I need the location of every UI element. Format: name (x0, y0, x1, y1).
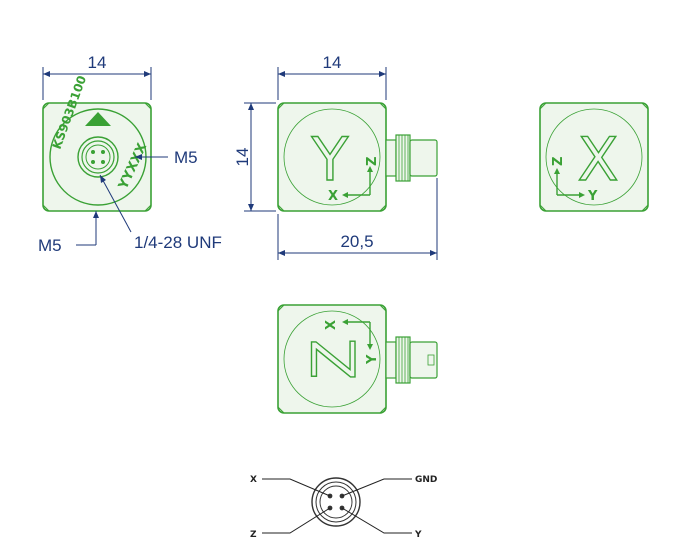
pinout-outer-ring (311, 477, 361, 527)
bottom-z-axis-x: X (324, 320, 339, 330)
front-x-axis-z: Z (551, 157, 566, 166)
callout-thread: 1/4-28 UNF (134, 233, 222, 252)
bottom-z-axis-y: Y (365, 354, 380, 365)
front-x-letter: X (577, 125, 618, 195)
side-y-axis-x: X (328, 189, 338, 204)
bottom-view-z: Z X Y (277, 304, 438, 414)
connector-pinout: X GND Z Y (250, 475, 437, 540)
logo-icon (85, 112, 111, 126)
side-y-axis-z: Z (365, 157, 380, 166)
dim-top-width: 14 (88, 53, 107, 72)
callout-m5-bottom: M5 (38, 236, 62, 255)
side-view-y: Y Z X 14 14 20,5 (233, 53, 438, 260)
pin-label-x: X (250, 475, 257, 485)
front-x-axis-y: Y (587, 189, 598, 204)
top-view: KS903B100 YYXXX 14 M5 M5 1/4-28 UNF (38, 53, 222, 255)
dim-side-width: 14 (323, 53, 342, 72)
pin-label-gnd: GND (415, 475, 437, 485)
pin-label-z: Z (250, 530, 257, 540)
front-x-body (539, 102, 649, 212)
callout-m5-right: M5 (174, 148, 198, 167)
dim-side-height: 14 (233, 148, 252, 167)
front-view-x: X Z Y (539, 102, 649, 212)
pin-label-y: Y (414, 530, 422, 540)
bottom-z-letter: Z (300, 338, 370, 379)
dim-side-length: 20,5 (340, 232, 373, 251)
side-y-letter: Y (311, 125, 349, 195)
